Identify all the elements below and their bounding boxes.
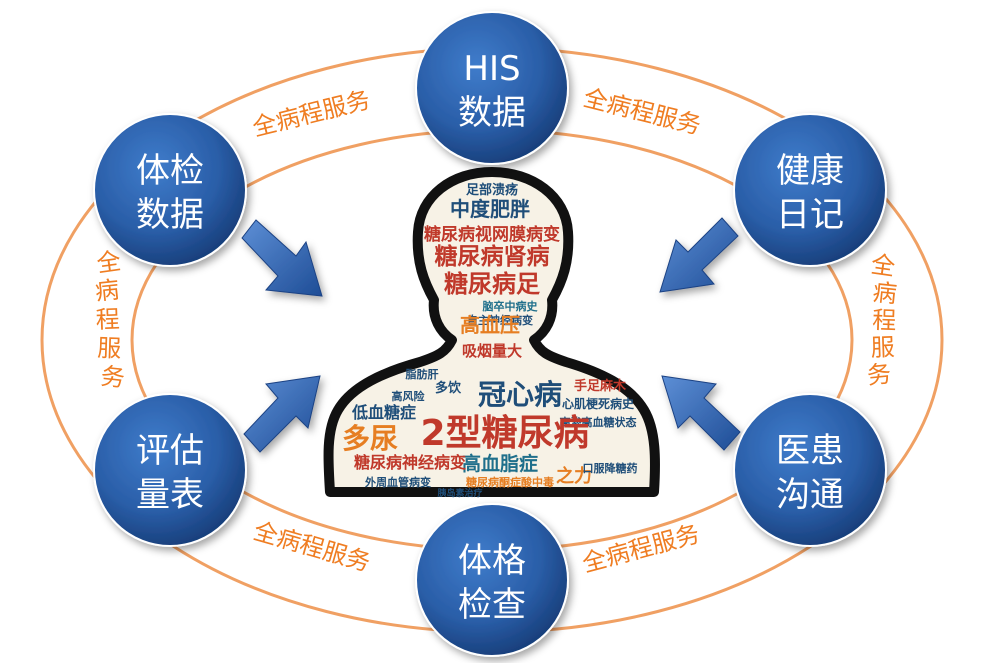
node-label-line: 数据 bbox=[136, 195, 204, 235]
word-cloud-term: 脂肪肝 bbox=[405, 367, 439, 381]
word-cloud-term: 足部溃疡 bbox=[466, 182, 518, 198]
node-circle bbox=[733, 393, 887, 547]
vertical-char-4: 服 bbox=[870, 333, 895, 362]
word-cloud-term: 之力 bbox=[556, 465, 592, 487]
arrow-bottom-right bbox=[661, 375, 741, 451]
word-cloud-term: 多饮 bbox=[435, 380, 462, 396]
node-label-line: 数据 bbox=[458, 93, 526, 133]
vertical-char-3: 程 bbox=[872, 306, 897, 335]
node-label-line: 体检 bbox=[136, 151, 204, 191]
ring-label-right-vertical: 全 病 程 服 务 bbox=[866, 250, 898, 390]
node-circle bbox=[93, 393, 247, 547]
ring-label-bottom-left: 全病程服务 bbox=[250, 517, 373, 577]
node-label-line: 健康 bbox=[776, 151, 844, 191]
vertical-char-1: 全 bbox=[869, 250, 897, 281]
word-cloud-term: 手足麻木 bbox=[574, 378, 627, 394]
node-circle bbox=[415, 11, 569, 165]
word-cloud-term: 高血压 bbox=[460, 313, 520, 337]
arrow-bottom-left bbox=[243, 375, 321, 453]
word-cloud: 足部溃疡中度肥胖糖尿病视网膜病变糖尿病肾病糖尿病足脑卒中病史自主神经病变高血压吸… bbox=[342, 182, 638, 499]
node-circle bbox=[733, 113, 887, 267]
ring-label-bottom-right: 全病程服务 bbox=[579, 520, 702, 578]
word-cloud-term: 自主神经病变 bbox=[467, 313, 533, 327]
word-cloud-term: 高渗高血糖状态 bbox=[560, 415, 637, 429]
word-cloud-term: 口服降糖药 bbox=[583, 461, 638, 475]
vertical-char-5: 务 bbox=[866, 360, 893, 390]
word-cloud-term: 2型糖尿病 bbox=[420, 413, 589, 454]
word-cloud-term: 外周血管病变 bbox=[364, 475, 431, 489]
node-label-line: 评估 bbox=[136, 431, 204, 471]
word-cloud-term: 冠心病 bbox=[478, 378, 562, 411]
word-cloud-term: 糖尿病视网膜病变 bbox=[424, 224, 560, 245]
vertical-char-1: 全 bbox=[95, 247, 123, 278]
word-cloud-term: 低血糖症 bbox=[351, 403, 416, 422]
word-cloud-term: 糖尿病足 bbox=[444, 270, 540, 298]
arrow-top-left bbox=[241, 219, 323, 297]
ring-label-left-vertical: 全 病 程 服 务 bbox=[94, 247, 126, 393]
node-label-line: 体格 bbox=[458, 541, 526, 581]
arrow-top-right bbox=[659, 217, 739, 293]
ring-label-top-left: 全病程服务 bbox=[250, 86, 373, 142]
vertical-char-3: 程 bbox=[95, 305, 120, 334]
arrows bbox=[241, 217, 741, 453]
word-cloud-term: 糖尿病神经病变 bbox=[354, 453, 466, 472]
word-cloud-term: 多尿 bbox=[342, 422, 398, 455]
patient-silhouette: 足部溃疡中度肥胖糖尿病视网膜病变糖尿病肾病糖尿病足脑卒中病史自主神经病变高血压吸… bbox=[323, 167, 660, 499]
word-cloud-term: 高血脂症 bbox=[462, 452, 538, 475]
vertical-char-2: 病 bbox=[871, 278, 898, 308]
node-circle bbox=[415, 503, 569, 657]
word-cloud-term: 吸烟量大 bbox=[462, 342, 522, 360]
node-label-line: 沟通 bbox=[776, 475, 844, 515]
node-label-line: HIS bbox=[463, 49, 520, 89]
word-cloud-term: 糖尿病酮症酸中毒 bbox=[466, 475, 554, 489]
word-cloud-term: 心肌梗死病史 bbox=[562, 396, 635, 411]
vertical-char-5: 务 bbox=[99, 362, 126, 392]
silhouette-outline bbox=[323, 167, 660, 497]
vertical-char-4: 服 bbox=[97, 334, 122, 363]
ring-label-top-right: 全病程服务 bbox=[581, 84, 704, 140]
node-label-line: 检查 bbox=[458, 585, 526, 625]
word-cloud-term: 糖尿病肾病 bbox=[435, 243, 550, 270]
node-label-line: 量表 bbox=[136, 475, 204, 515]
word-cloud-term: 脑卒中病史 bbox=[483, 299, 539, 313]
word-cloud-term: 中度肥胖 bbox=[450, 197, 530, 221]
node-circle bbox=[93, 113, 247, 267]
word-cloud-term: 高风险 bbox=[392, 389, 426, 403]
word-cloud-term: 胰岛素治疗 bbox=[437, 487, 482, 499]
node-label-line: 日记 bbox=[776, 195, 844, 235]
vertical-char-2: 病 bbox=[94, 276, 121, 306]
node-label-line: 医患 bbox=[776, 431, 844, 471]
